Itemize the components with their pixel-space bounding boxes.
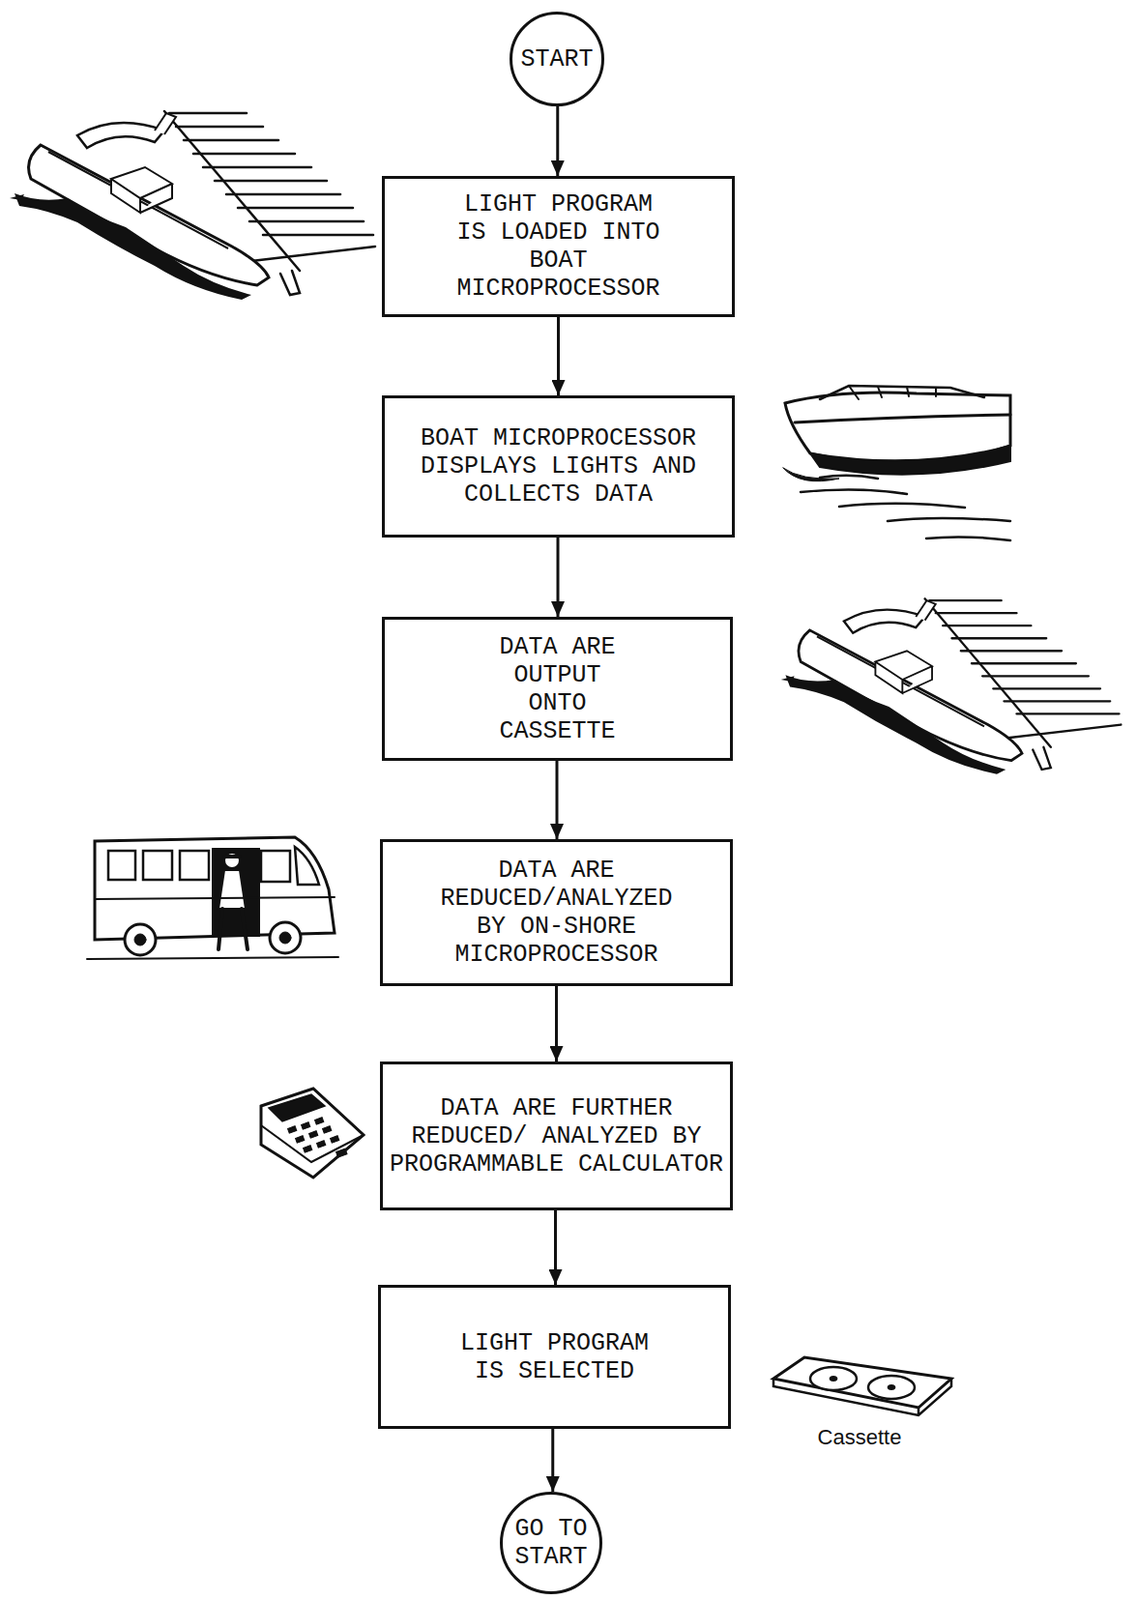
node-text: START bbox=[513, 45, 601, 74]
van-illustration bbox=[87, 837, 339, 960]
process-box: DATA ARE REDUCED/ANALYZED BY ON-SHORE MI… bbox=[379, 839, 733, 987]
process-box: LIGHT PROGRAM IS LOADED INTO BOAT MICROP… bbox=[381, 175, 735, 318]
process-box: DATA ARE OUTPUT ONTO CASSETTE bbox=[381, 616, 733, 761]
terminal-circle: GO TO START bbox=[499, 1491, 603, 1595]
node-text: BOAT MICROPROCESSOR DISPLAYS LIGHTS AND … bbox=[418, 424, 700, 509]
circle-outline bbox=[511, 13, 604, 106]
flow-arrow bbox=[555, 106, 559, 176]
flow-arrow bbox=[553, 1210, 557, 1285]
docked-boat-illustration bbox=[781, 598, 1122, 774]
circle-outline bbox=[501, 1493, 602, 1594]
flow-arrow bbox=[554, 986, 558, 1062]
node-text: DATA ARE FURTHER REDUCED/ ANALYZED BY PR… bbox=[387, 1094, 727, 1179]
speedboat-illustration bbox=[783, 385, 1011, 541]
flow-arrow bbox=[556, 317, 560, 396]
terminal-circle: START bbox=[509, 11, 605, 107]
flow-arrow bbox=[551, 1428, 554, 1492]
icon-label: Cassette bbox=[817, 1425, 903, 1451]
docked-boat-illustration bbox=[9, 111, 376, 300]
flow-arrow bbox=[555, 760, 559, 840]
node-text: LIGHT PROGRAM IS SELECTED bbox=[458, 1329, 652, 1386]
flow-arrow bbox=[556, 537, 560, 617]
node-text: DATA ARE OUTPUT ONTO CASSETTE bbox=[485, 633, 631, 746]
node-text: DATA ARE REDUCED/ANALYZED BY ON-SHORE MI… bbox=[436, 856, 678, 969]
process-box: BOAT MICROPROCESSOR DISPLAYS LIGHTS AND … bbox=[381, 395, 735, 538]
node-text: LIGHT PROGRAM IS LOADED INTO BOAT MICROP… bbox=[456, 190, 662, 303]
process-box: LIGHT PROGRAM IS SELECTED bbox=[378, 1284, 731, 1429]
node-text: GO TO START bbox=[512, 1515, 590, 1572]
calculator-illustration bbox=[261, 1088, 364, 1178]
process-box: DATA ARE FURTHER REDUCED/ ANALYZED BY PR… bbox=[379, 1061, 733, 1211]
cassette-illustration bbox=[773, 1357, 952, 1416]
